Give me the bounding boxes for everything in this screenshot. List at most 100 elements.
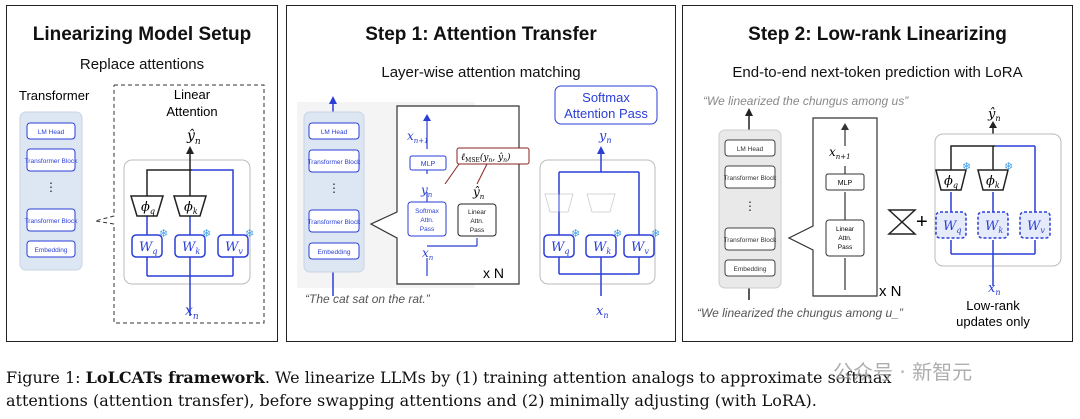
linear-label-2: Attention [166, 104, 217, 119]
mlp-label: MLP [838, 180, 853, 187]
x-next-label: xn+1 [829, 145, 851, 161]
wk-weight [585, 234, 617, 258]
lowrank-attention-box [934, 133, 1062, 267]
block-label: Transformer Block [25, 218, 79, 225]
softmax-attention-box [539, 159, 656, 285]
out-y-label: yn [598, 129, 612, 145]
phi-k-map [977, 169, 1009, 191]
frozen-snowflake-icon: ❄ [613, 227, 622, 240]
lowrank-note-2: updates only [956, 314, 1030, 329]
linear-box-line: Linear [836, 226, 855, 233]
wv-label: Wv [1027, 219, 1045, 235]
mlp-block [825, 173, 865, 191]
block-transformer-bottom [724, 227, 776, 251]
wq-label: Wq [139, 240, 158, 256]
quote-top: “We linearized the chungus among us” [703, 94, 909, 108]
block-embedding [308, 242, 360, 260]
frozen-snowflake-icon: ❄ [962, 160, 971, 173]
phi-k-label: ϕk [986, 174, 1000, 190]
caption-bold: LoLCATs framework [85, 368, 265, 387]
caption-label: Figure 1: [6, 368, 81, 387]
attention-transfer-diagram: LM Head Transformer Block ⋮ Transformer … [297, 85, 660, 320]
block-label: Transformer Block [308, 219, 362, 226]
repeat-n-label: x N [483, 265, 504, 281]
callout-outline [94, 84, 265, 324]
wv-label: Wv [631, 240, 649, 256]
panel-subtitle: Layer-wise attention matching [381, 64, 581, 81]
repeat-n-label: x N [879, 283, 902, 300]
phi-q-map [129, 195, 165, 217]
wv-weight [623, 234, 655, 258]
out-yhat-label: ŷn [987, 107, 1001, 123]
panel-lowrank-linearizing: Step 2: Low-rank Linearizing End-to-end … [682, 5, 1073, 342]
wq-weight [131, 234, 163, 258]
frozen-snowflake-icon: ❄ [1004, 160, 1013, 173]
linear-box-line: Pass [838, 244, 853, 251]
wv-weight [217, 234, 249, 258]
block-label: LM Head [321, 129, 348, 136]
wq-label: Wq [943, 219, 962, 235]
linear-box-line: Attn. [838, 235, 852, 242]
block-label: LM Head [737, 146, 764, 153]
wk-lora-weight [977, 211, 1009, 239]
caption-line2: attentions (attention transfer), before … [6, 391, 817, 410]
panel-title: Linearizing Model Setup [32, 24, 252, 45]
in-x-label: xn [988, 281, 1001, 297]
softmax-attn-box [407, 201, 447, 237]
block-lm-head [26, 122, 76, 140]
wv-lora-weight [1019, 211, 1051, 239]
block-transformer-top [724, 165, 776, 189]
panel-model-setup: Linearizing Model Setup Replace attentio… [6, 5, 278, 342]
block-transformer-bottom [308, 209, 360, 233]
softmax-box-line: Pass [420, 226, 435, 233]
block-ellipsis: ⋮ [328, 181, 340, 195]
lora-hourglass-icon [887, 209, 917, 224]
frozen-snowflake-icon: ❄ [202, 227, 211, 240]
plus-sign: + [916, 211, 928, 233]
block-label: LM Head [38, 129, 65, 136]
softmax-box-line: Attn. [420, 217, 434, 224]
phi-k-map [172, 195, 208, 217]
block-transformer-top [308, 149, 360, 173]
linear-attn-box [825, 219, 865, 257]
wk-label: Wk [593, 240, 611, 256]
softmax-label-1: Softmax [582, 90, 630, 105]
mlp-block [409, 155, 447, 171]
in-x-label: xn [596, 304, 609, 320]
panel-attention-transfer: Step 1: Attention Transfer Layer-wise at… [286, 5, 676, 342]
phi-q-label: ϕq [141, 200, 155, 216]
panel-subtitle: Replace attentions [79, 56, 205, 73]
linear-box-line: Pass [470, 227, 485, 234]
frozen-snowflake-icon: ❄ [651, 227, 660, 240]
panel-title: Step 1: Attention Transfer [365, 24, 597, 45]
x-n-label: xn [422, 246, 434, 262]
frozen-snowflake-icon: ❄ [245, 227, 254, 240]
x-next-label: xn+1 [407, 129, 429, 145]
mse-loss-box [456, 147, 530, 165]
softmax-label-2: Attention Pass [564, 106, 648, 121]
softmax-box-line: Softmax [415, 208, 440, 215]
lora-hourglass-icon [887, 220, 917, 235]
output-yhat: ŷn [186, 127, 201, 147]
block-label: Transformer Block [25, 158, 79, 165]
linear-attn-box [457, 203, 497, 237]
frozen-snowflake-icon: ❄ [571, 227, 580, 240]
ghost-phi-k [586, 193, 616, 213]
wk-weight [174, 234, 206, 258]
block-label: Transformer Block [308, 159, 362, 166]
block-embedding [724, 259, 776, 277]
panel-title: Step 2: Low-rank Linearizing [748, 24, 1007, 45]
watermark: 公众号 · 新智元 [833, 360, 973, 384]
lowrank-diagram: “We linearized the chungus among us” “We… [697, 94, 1062, 329]
block-lm-head [724, 139, 776, 157]
phi-k-label: ϕk [184, 200, 198, 216]
ghost-phi-q [544, 193, 574, 213]
block-label: Embedding [35, 247, 68, 254]
linear-attention-box [123, 159, 251, 285]
softmax-label-bracket [554, 85, 658, 125]
transformer-label: Transformer [19, 88, 90, 103]
wq-label: Wq [551, 240, 570, 256]
wk-label: Wk [182, 240, 200, 256]
block-embedding [26, 240, 76, 258]
linear-box-line: Linear [468, 209, 487, 216]
